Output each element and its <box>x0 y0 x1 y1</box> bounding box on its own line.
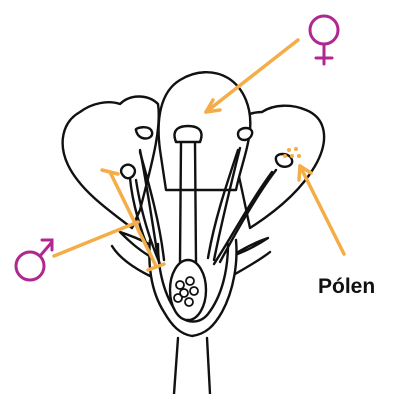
ovary <box>170 260 206 320</box>
stigma <box>175 126 202 142</box>
pollen-label: Pólen <box>318 275 375 298</box>
pistil-style <box>180 142 181 262</box>
